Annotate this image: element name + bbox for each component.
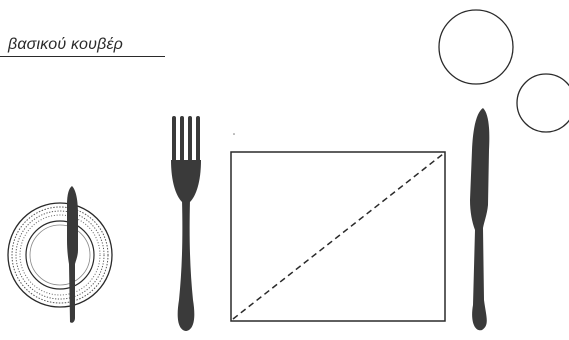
fork-icon <box>171 116 201 331</box>
water-glass-icon <box>439 10 513 84</box>
knife-icon <box>470 108 489 330</box>
bread-plate-icon <box>8 203 112 307</box>
wine-glass-icon <box>517 74 569 132</box>
napkin-icon <box>231 152 445 321</box>
